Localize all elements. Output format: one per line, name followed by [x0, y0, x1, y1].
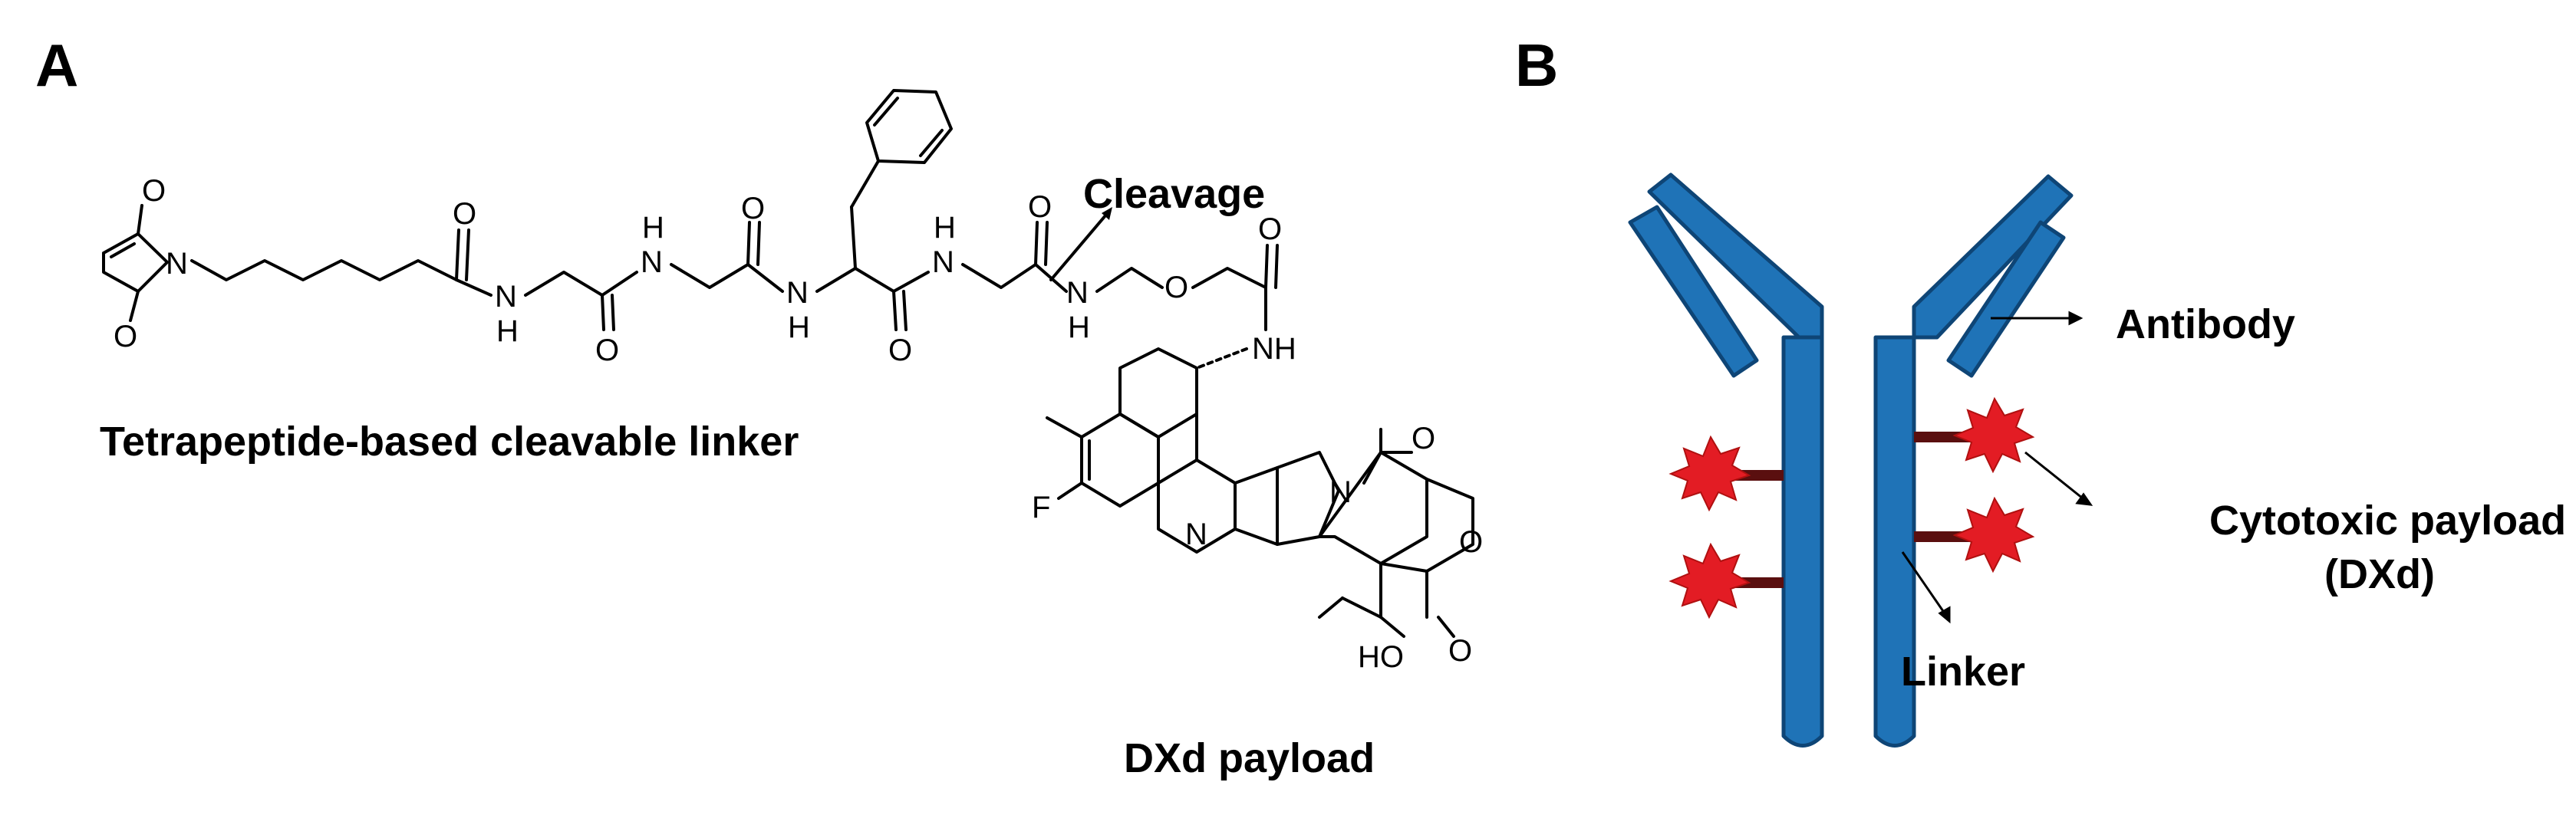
atom-o: O — [1258, 212, 1282, 246]
atom-o: O — [1028, 190, 1052, 224]
payload-star — [1668, 435, 1751, 512]
payload-star — [1952, 396, 2035, 474]
linker-caption: Tetrapeptide-based cleavable linker — [100, 419, 799, 465]
antibody-left-heavy-chain — [1781, 335, 1824, 748]
atom-nh: NH — [1252, 332, 1296, 366]
linker-label: Linker — [1901, 649, 2026, 695]
atom-o: O — [1459, 525, 1483, 559]
atom-o: O — [1164, 271, 1188, 304]
atom-o: O — [142, 174, 166, 208]
panel-a-letter: A — [35, 31, 79, 99]
atom-n: N — [1329, 475, 1352, 509]
antibody-right-arm — [1912, 174, 2074, 340]
atom-nh: N — [495, 280, 517, 314]
atom-h: H — [496, 314, 519, 348]
atom-nh: N — [641, 245, 663, 279]
antibody-right-heavy-chain — [1873, 335, 1916, 748]
antibody-left-outer-arm — [1628, 205, 1759, 378]
payload-label-line2: (DXd) — [2324, 551, 2435, 597]
atom-n: N — [166, 247, 188, 281]
atom-nh: N — [786, 276, 809, 310]
payload-caption: DXd payload — [1124, 735, 1375, 781]
maleimide-ring: O O N — [102, 174, 188, 353]
atom-o: O — [453, 197, 476, 231]
dxd-core: F N N O O O HO — [1032, 347, 1483, 674]
payload-stars — [1668, 396, 2035, 619]
atom-o: O — [888, 334, 912, 367]
atom-o: O — [114, 320, 137, 353]
panel-b-letter: B — [1515, 31, 1559, 99]
cleavage-label: Cleavage — [1083, 171, 1266, 217]
pointer-arrows — [1901, 311, 2093, 624]
alkyl-chain — [190, 259, 458, 281]
atom-f: F — [1032, 491, 1050, 524]
phenyl-ring — [865, 89, 953, 164]
linker-payload-structure: O O N O N H O N H O N H O N H O N H O O — [102, 89, 1483, 674]
atom-n: N — [1185, 518, 1207, 551]
antibody-shape — [1628, 173, 2074, 748]
antibody-right-outer-arm — [1946, 220, 2066, 378]
cleavage-arrow — [1049, 213, 1108, 281]
atom-o: O — [595, 334, 619, 367]
atom-h: H — [1068, 311, 1090, 344]
atom-h: H — [642, 211, 664, 245]
atom-h: H — [788, 311, 810, 344]
antibody-left-arm — [1647, 173, 1824, 340]
antibody-label: Antibody — [2116, 301, 2295, 347]
atom-o: O — [1412, 422, 1435, 455]
payload-star — [1668, 542, 1751, 619]
atom-o: O — [1448, 634, 1472, 668]
atom-nh: N — [932, 245, 954, 279]
atom-o: O — [741, 192, 765, 225]
atom-nh: N — [1066, 276, 1089, 310]
linkers — [1707, 432, 1987, 588]
atom-ho: HO — [1358, 640, 1404, 674]
atom-h: H — [934, 211, 956, 245]
payload-label-line1: Cytotoxic payload — [2209, 498, 2567, 544]
payload-star — [1952, 496, 2035, 573]
